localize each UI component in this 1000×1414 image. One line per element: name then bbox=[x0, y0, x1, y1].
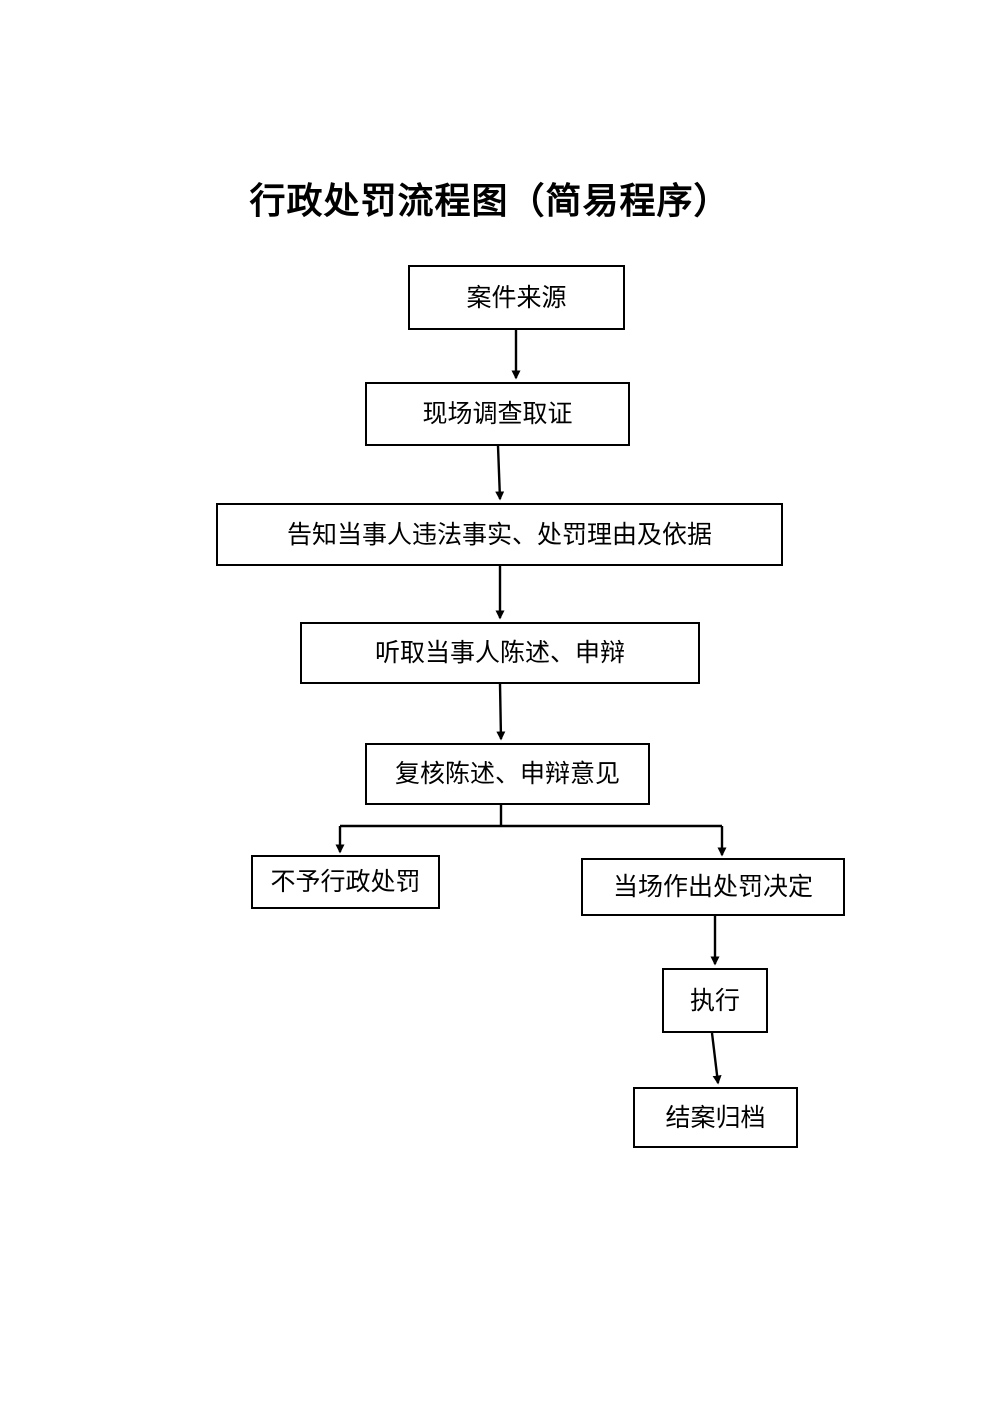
node-execute-label: 执行 bbox=[689, 985, 740, 1015]
page-title: 行政处罚流程图（简易程序） bbox=[0, 172, 1000, 224]
node-close-and-archive-label: 结案归档 bbox=[665, 1102, 766, 1132]
node-review-opinions[interactable]: 复核陈述、申辩意见 bbox=[365, 743, 650, 805]
node-no-penalty[interactable]: 不予行政处罚 bbox=[251, 855, 440, 909]
edge-on-site-investigation-to-inform-party bbox=[495, 445, 505, 501]
node-hear-statement[interactable]: 听取当事人陈述、申辩 bbox=[300, 622, 700, 684]
node-on-site-investigation-label: 现场调查取证 bbox=[422, 399, 573, 429]
edge-hear-statement-to-review-opinions bbox=[496, 683, 506, 741]
node-on-site-investigation[interactable]: 现场调查取证 bbox=[365, 382, 630, 446]
node-inform-party[interactable]: 告知当事人违法事实、处罚理由及依据 bbox=[216, 503, 783, 566]
node-inform-party-label: 告知当事人违法事实、处罚理由及依据 bbox=[286, 519, 712, 549]
node-on-the-spot-decision[interactable]: 当场作出处罚决定 bbox=[581, 858, 845, 916]
edge-execute-to-close-and-archive bbox=[710, 1032, 722, 1085]
node-review-opinions-label: 复核陈述、申辩意见 bbox=[394, 759, 620, 789]
page-title-text: 行政处罚流程图（简易程序） bbox=[249, 181, 731, 222]
node-execute[interactable]: 执行 bbox=[662, 968, 768, 1033]
node-close-and-archive[interactable]: 结案归档 bbox=[633, 1087, 798, 1148]
edge-review-opinions-split-bus bbox=[340, 805, 722, 828]
node-case-source[interactable]: 案件来源 bbox=[408, 265, 625, 330]
node-on-the-spot-decision-label: 当场作出处罚决定 bbox=[612, 872, 813, 902]
node-no-penalty-label: 不予行政处罚 bbox=[270, 867, 421, 897]
node-hear-statement-label: 听取当事人陈述、申辩 bbox=[374, 638, 625, 668]
node-case-source-label: 案件来源 bbox=[466, 282, 567, 312]
